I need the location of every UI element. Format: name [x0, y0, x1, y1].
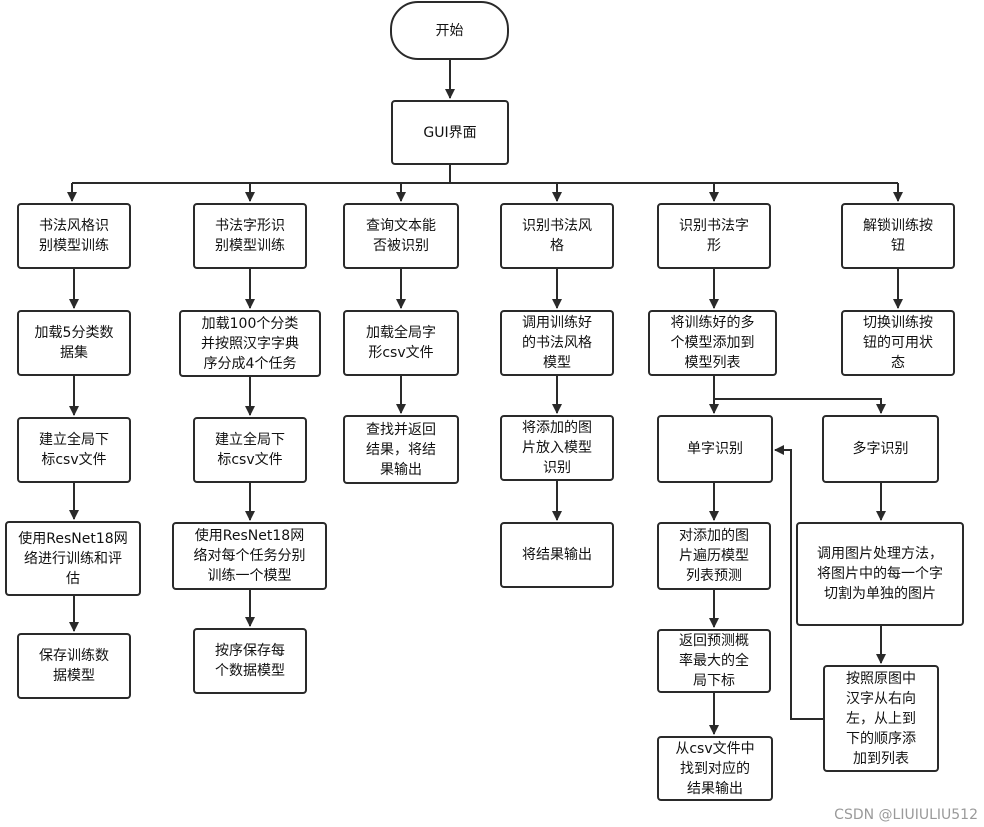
node-c1-load: 加载5分类数 据集 [17, 310, 131, 376]
node-c3-title: 查询文本能 否被识别 [343, 203, 459, 269]
node-c2-csv: 建立全局下 标csv文件 [193, 417, 307, 483]
node-c4-title: 识别书法风 格 [500, 203, 614, 269]
edge-c5-loop [774, 445, 823, 720]
node-c5-order: 按照原图中 汉字从右向 左，从上到 下的顺序添 加到列表 [823, 665, 939, 772]
node-c5-multi: 多字识别 [822, 415, 939, 483]
node-gui: GUI界面 [391, 100, 509, 165]
node-c2-save: 按序保存每 个数据模型 [193, 628, 307, 694]
node-c6-toggle: 切换训练按 钮的可用状 态 [841, 310, 955, 376]
node-c1-title: 书法风格识 别模型训练 [17, 203, 131, 269]
node-start: 开始 [390, 1, 509, 60]
node-c5-title: 识别书法字 形 [657, 203, 771, 269]
node-c1-csv: 建立全局下 标csv文件 [17, 417, 131, 483]
node-c4-put: 将添加的图 片放入模型 识别 [500, 415, 614, 481]
node-c5-split: 调用图片处理方法， 将图片中的每一个字 切割为单独的图片 [796, 522, 964, 626]
node-c5-return: 返回预测概 率最大的全 局下标 [657, 629, 771, 693]
node-c5-add: 将训练好的多 个模型添加到 模型列表 [648, 310, 777, 376]
node-c1-save: 保存训练数 据模型 [17, 633, 131, 699]
node-c2-train: 使用ResNet18网 络对每个任务分别 训练一个模型 [172, 522, 327, 590]
watermark: CSDN @LIUIULIU512 [834, 807, 978, 823]
node-c4-call: 调用训练好 的书法风格 模型 [500, 310, 614, 376]
node-c5-single: 单字识别 [657, 415, 773, 483]
edge-c5-multi [714, 398, 886, 414]
node-c2-load: 加载100个分类 并按照汉字字典 序分成4个任务 [179, 310, 321, 377]
node-c5-traverse: 对添加的图 片遍历模型 列表预测 [657, 522, 771, 590]
node-c3-find: 查找并返回 结果，将结 果输出 [343, 415, 459, 484]
node-c6-title: 解锁训练按 钮 [841, 203, 955, 269]
node-c5-find: 从csv文件中 找到对应的 结果输出 [657, 736, 773, 801]
node-c2-title: 书法字形识 别模型训练 [193, 203, 307, 269]
node-c3-load: 加载全局字 形csv文件 [343, 310, 459, 376]
node-c1-train: 使用ResNet18网 络进行训练和评 估 [5, 521, 141, 596]
node-c4-out: 将结果输出 [500, 522, 614, 588]
